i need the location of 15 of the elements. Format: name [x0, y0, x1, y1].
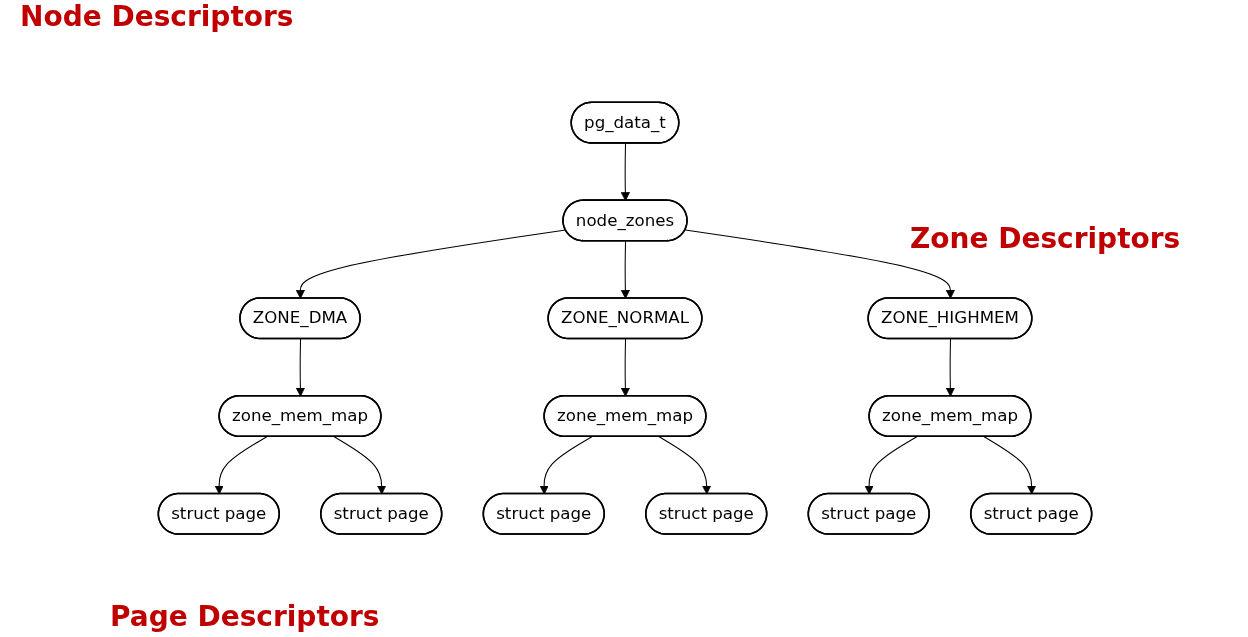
arrow: [214, 436, 268, 495]
section-heading: Node Descriptors: [20, 0, 294, 33]
section-heading: Zone Descriptors: [910, 222, 1181, 255]
arrow: [539, 436, 593, 495]
arrow: [658, 436, 712, 495]
arrow: [333, 436, 387, 495]
arrow: [945, 338, 955, 397]
section-heading: Page Descriptors: [110, 600, 380, 633]
arrow: [295, 338, 305, 397]
arrow: [983, 436, 1037, 495]
arrow: [684, 229, 955, 300]
arrow: [620, 338, 630, 397]
arrow: [620, 241, 630, 300]
arrow: [864, 436, 918, 495]
arrow: [620, 143, 630, 202]
